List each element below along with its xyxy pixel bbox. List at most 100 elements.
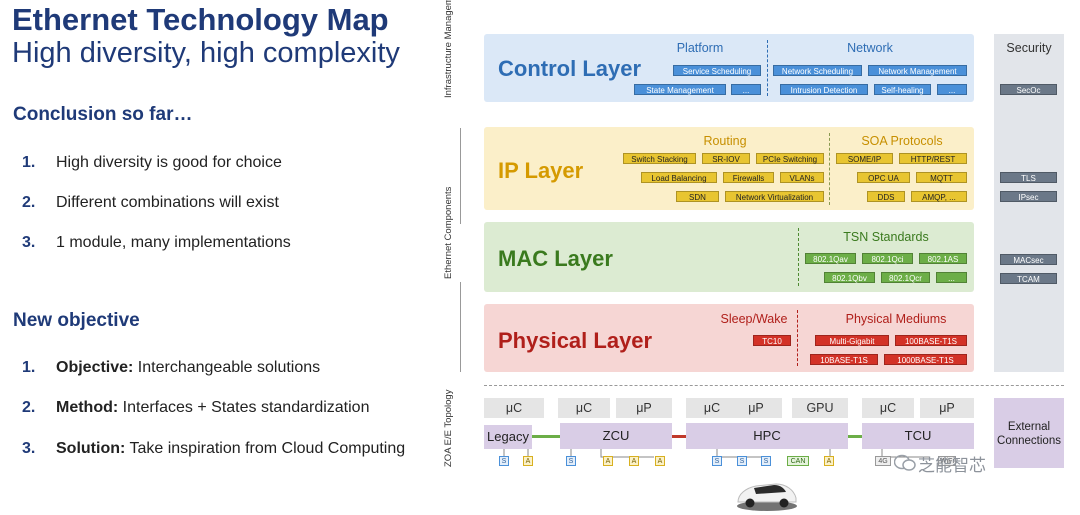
node-uc: μC bbox=[686, 398, 738, 418]
bracket-line bbox=[460, 282, 461, 372]
port-s: S bbox=[712, 456, 722, 466]
node-uc: μC bbox=[862, 398, 914, 418]
soa-label: SOA Protocols bbox=[861, 134, 943, 148]
sleep-wake-label: Sleep/Wake bbox=[720, 312, 788, 326]
mac-layer-title: MAC Layer bbox=[498, 246, 613, 271]
divider bbox=[798, 228, 799, 286]
tag-8021qbv: 802.1Qbv bbox=[824, 272, 875, 283]
network-label: Network bbox=[847, 41, 893, 55]
port-s: S bbox=[566, 456, 576, 466]
port-a: A bbox=[603, 456, 613, 466]
tag-vlans: VLANs bbox=[780, 172, 824, 183]
node-legacy: Legacy bbox=[484, 425, 532, 449]
list-number: 1. bbox=[22, 154, 36, 171]
node-zcu: ZCU bbox=[560, 423, 672, 449]
tag-network-scheduling: Network Scheduling bbox=[773, 65, 862, 76]
tag-service-scheduling: Service Scheduling bbox=[673, 65, 761, 76]
port-a: A bbox=[629, 456, 639, 466]
node-tcu: TCU bbox=[862, 423, 974, 449]
tag-self-healing: Self-healing bbox=[874, 84, 931, 95]
tag-amqp: AMQP, ... bbox=[911, 191, 967, 202]
page-title: Ethernet Technology Map bbox=[12, 2, 389, 37]
components-label: Ethernet Components bbox=[443, 186, 454, 279]
platform-label: Platform bbox=[676, 41, 724, 55]
list-item: Objective: Interchangeable solutions bbox=[56, 359, 320, 377]
tag-network-management: Network Management bbox=[868, 65, 967, 76]
tag-sr-iov: SR-IOV bbox=[702, 153, 750, 164]
node-up: μP bbox=[616, 398, 672, 418]
port-4g: 4G bbox=[875, 456, 891, 466]
tag-secoc: SecOc bbox=[1000, 84, 1057, 95]
section-separator bbox=[484, 385, 1064, 386]
tsn-label: TSN Standards bbox=[843, 230, 929, 244]
list-item: 1 module, many implementations bbox=[56, 234, 291, 251]
link-green bbox=[532, 435, 562, 438]
ip-layer-title: IP Layer bbox=[498, 158, 584, 183]
list-item: Solution: Take inspiration from Cloud Co… bbox=[56, 440, 405, 458]
conclusion-heading: Conclusion so far… bbox=[13, 104, 193, 125]
list-item-bold: Method: bbox=[56, 399, 119, 416]
port-a: A bbox=[655, 456, 665, 466]
physical-layer-title: Physical Layer bbox=[498, 328, 653, 353]
tag-firewalls: Firewalls bbox=[723, 172, 774, 183]
port-a: A bbox=[523, 456, 533, 466]
tag-8021qcr: 802.1Qcr bbox=[881, 272, 930, 283]
tag-more: ... bbox=[731, 84, 761, 95]
node-up: μP bbox=[730, 398, 782, 418]
list-item-text: Interchangeable solutions bbox=[133, 359, 321, 376]
divider bbox=[797, 310, 798, 366]
objective-heading: New objective bbox=[13, 310, 140, 331]
node-external bbox=[994, 398, 1064, 468]
list-item-text: Interfaces + States standardization bbox=[118, 399, 370, 416]
tag-8021as: 802.1AS bbox=[919, 253, 967, 264]
control-layer-title: Control Layer bbox=[498, 56, 642, 81]
car-icon bbox=[737, 483, 797, 511]
list-number: 2. bbox=[22, 194, 36, 211]
tag-tcam: TCAM bbox=[1000, 273, 1057, 284]
link-green bbox=[848, 435, 864, 438]
mediums-label: Physical Mediums bbox=[845, 312, 947, 326]
watermark-text: 芝能智芯 bbox=[918, 456, 986, 476]
list-item-bold: Solution: bbox=[56, 440, 126, 457]
port-s: S bbox=[499, 456, 509, 466]
tag-macsec: MACsec bbox=[1000, 254, 1057, 265]
page-subtitle: High diversity, high complexity bbox=[12, 37, 400, 69]
list-item: Different combinations will exist bbox=[56, 194, 279, 211]
tag-http-rest: HTTP/REST bbox=[899, 153, 967, 164]
list-item-text: Take inspiration from Cloud Computing bbox=[125, 440, 406, 457]
list-number: 1. bbox=[22, 359, 36, 376]
security-label: Security bbox=[1006, 41, 1052, 55]
tag-ipsec: IPsec bbox=[1000, 191, 1057, 202]
node-up: μP bbox=[920, 398, 974, 418]
tag-more: ... bbox=[937, 84, 967, 95]
tag-multi-gigabit: Multi-Gigabit bbox=[815, 335, 889, 346]
tag-dds: DDS bbox=[867, 191, 905, 202]
topology-label: ZOA E/E Topology bbox=[443, 389, 454, 467]
node-uc: μC bbox=[558, 398, 610, 418]
tag-switch-stacking: Switch Stacking bbox=[623, 153, 696, 164]
bracket-line bbox=[460, 128, 461, 224]
link-red bbox=[672, 435, 688, 438]
port-s: S bbox=[761, 456, 771, 466]
node-gpu: GPU bbox=[792, 398, 848, 418]
tag-tc10: TC10 bbox=[753, 335, 791, 346]
node-uc: μC bbox=[484, 398, 544, 418]
list-number: 3. bbox=[22, 440, 36, 457]
list-item-bold: Objective: bbox=[56, 359, 134, 376]
tag-1000base-t1s: 1000BASE-T1S bbox=[884, 354, 967, 365]
port-wifi: WiFi bbox=[938, 456, 956, 466]
divider bbox=[829, 133, 830, 205]
wechat-icon bbox=[893, 454, 916, 471]
port-s: S bbox=[737, 456, 747, 466]
tag-tls: TLS bbox=[1000, 172, 1057, 183]
tag-sdn: SDN bbox=[676, 191, 719, 202]
port-a: A bbox=[824, 456, 834, 466]
tag-more: ... bbox=[936, 272, 967, 283]
list-item: High diversity is good for choice bbox=[56, 154, 282, 171]
infra-label: Infrastructure Management bbox=[443, 0, 454, 98]
tag-mqtt: MQTT bbox=[916, 172, 967, 183]
tag-pcie-switching: PCIe Switching bbox=[756, 153, 824, 164]
tag-state-management: State Management bbox=[634, 84, 726, 95]
tag-load-balancing: Load Balancing bbox=[641, 172, 717, 183]
list-number: 2. bbox=[22, 399, 36, 416]
